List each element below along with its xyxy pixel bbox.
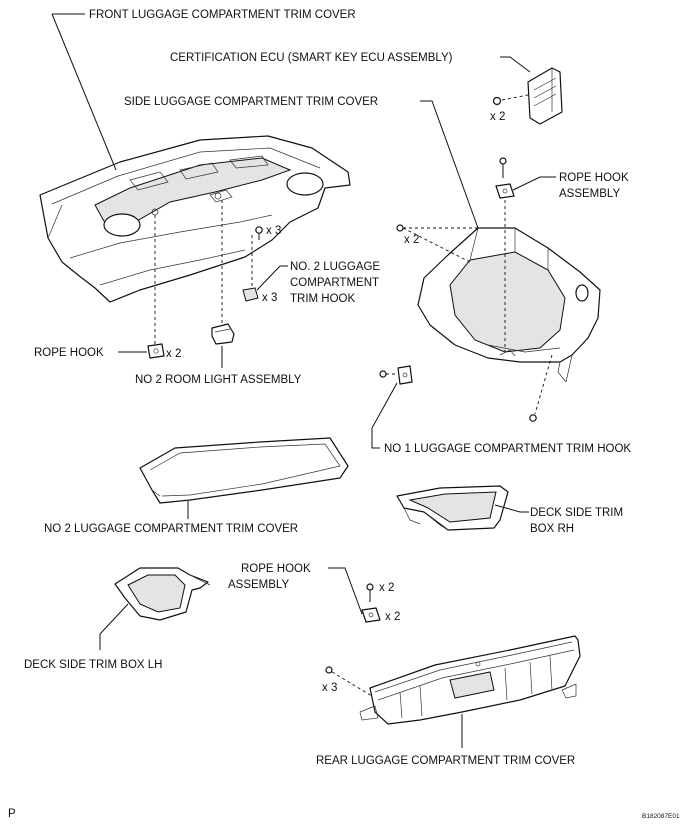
rope-hook-assy-lower-label-2: ASSEMBLY (228, 579, 289, 591)
no2-hook-qty: x 3 (262, 292, 277, 304)
deck-rh-leader (494, 504, 529, 513)
rear-clip-qty: x 3 (322, 682, 337, 694)
rope-hook-assy-right-label-2: ASSEMBLY (559, 188, 620, 200)
lower-bolt-qty: x 2 (379, 582, 394, 594)
cert-ecu-leader (500, 56, 531, 73)
front-cover-leader (51, 13, 117, 171)
cert-ecu-label: CERTIFICATION ECU (SMART KEY ECU ASSEMBL… (170, 52, 453, 64)
certification-ecu-part (527, 67, 563, 125)
no2-hook-label-2: COMPARTMENT (290, 277, 379, 289)
side-luggage-trim-cover-part (417, 227, 601, 383)
rope-hook-assy-lower-leader (328, 567, 363, 615)
no2-hook-leader (256, 265, 288, 291)
deck-side-trim-box-rh-part (396, 485, 509, 531)
no2-cover-label: NO 2 LUGGAGE COMPARTMENT TRIM COVER (44, 523, 298, 535)
rope-hook-qty: x 2 (166, 348, 181, 360)
no2-luggage-trim-cover-part (139, 437, 349, 504)
side-cover-clip-qty: x 2 (404, 234, 419, 246)
room-light-label: NO 2 ROOM LIGHT ASSEMBLY (135, 374, 302, 386)
rear-cover-label: REAR LUGGAGE COMPARTMENT TRIM COVER (316, 755, 575, 767)
rope-hook-assy-right-label-1: ROPE HOOK (559, 172, 629, 184)
no2-hook-label-1: NO. 2 LUGGAGE (290, 261, 380, 273)
rope-hook-assembly-lower-icon (361, 583, 381, 623)
ecu-nut-icon (492, 96, 502, 106)
no1-luggage-trim-hook-icon (379, 365, 413, 385)
front-bolt-qty: x 3 (266, 225, 281, 237)
front-cover-label: FRONT LUGGAGE COMPARTMENT TRIM COVER (89, 9, 356, 21)
footer-left-mark: P (8, 808, 16, 820)
deck-lh-leader (99, 603, 129, 635)
deck-rh-label-1: DECK SIDE TRIM (530, 507, 623, 519)
no2-luggage-trim-hook-icon (242, 287, 259, 302)
front-bolt-icon (255, 226, 263, 240)
rope-hook-icon (147, 343, 165, 359)
lower-hook-qty: x 2 (385, 611, 400, 623)
rope-hook-assembly-right-icon (495, 157, 515, 199)
rope-hook-assy-right-leader (512, 176, 556, 191)
ecu-nut-qty: x 2 (490, 111, 505, 123)
rope-hook-assy-lower-label-1: ROPE HOOK (241, 563, 311, 575)
no1-hook-label: NO 1 LUGGAGE COMPARTMENT TRIM HOOK (384, 443, 631, 455)
side-cover-label: SIDE LUGGAGE COMPARTMENT TRIM COVER (124, 96, 378, 108)
figure-code: B182087E01 (642, 813, 680, 820)
cert-ecu-nut-dash (501, 94, 529, 101)
side-cover-clip-dash (402, 227, 471, 263)
rear-cover-clip-dash (331, 671, 373, 697)
side-cover-clip-icon (396, 224, 404, 232)
rear-cover-clip-icon (325, 666, 333, 674)
no1-hook-leader (371, 382, 398, 449)
side-cover-leader (420, 100, 479, 229)
rear-luggage-trim-cover-part (359, 635, 581, 725)
deck-side-trim-box-lh-part (114, 567, 211, 621)
front-luggage-trim-cover-part (39, 135, 351, 303)
rope-hook-label: ROPE HOOK (34, 347, 104, 359)
side-cover-lower-clip-icon (529, 414, 537, 422)
deck-lh-label: DECK SIDE TRIM BOX LH (24, 659, 162, 671)
deck-rh-label-2: BOX RH (530, 523, 574, 535)
side-cover-clip-lower-dash (534, 354, 553, 415)
room-light-icon (211, 323, 235, 345)
no2-hook-label-3: TRIM HOOK (290, 293, 355, 305)
